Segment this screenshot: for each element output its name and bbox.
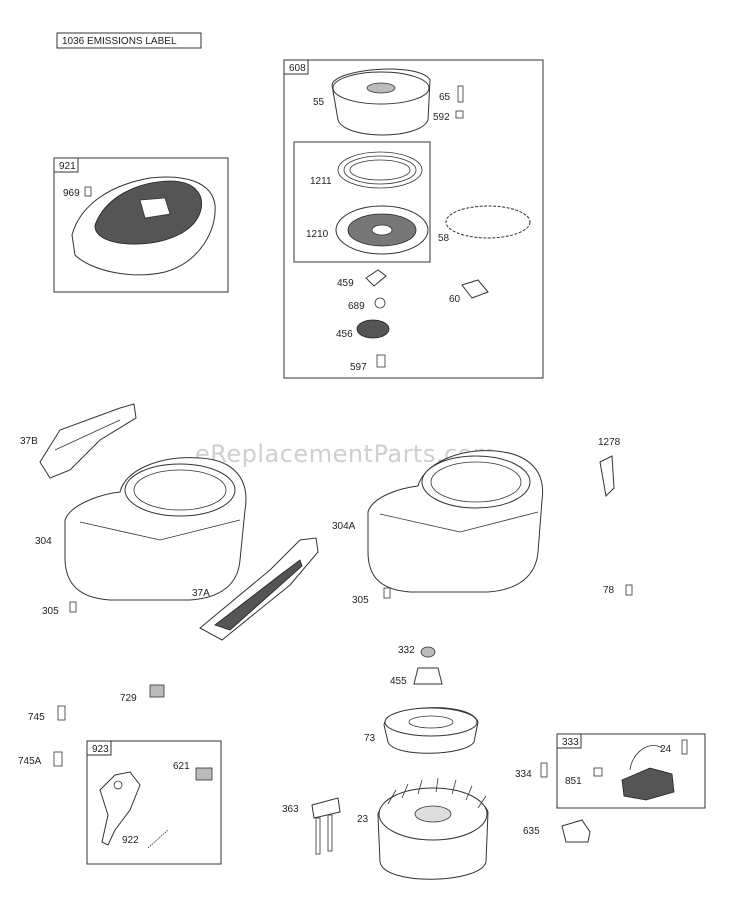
label-969: 969 (63, 188, 80, 199)
box-label-921: 921 (59, 161, 76, 172)
cup-455 (413, 667, 443, 685)
armature-333 (621, 745, 675, 801)
nut-592 (455, 110, 464, 119)
label-24: 24 (660, 744, 672, 755)
screen-73 (383, 707, 479, 754)
label-597: 597 (350, 362, 367, 373)
label-635: 635 (523, 826, 540, 837)
screw-745 (57, 705, 66, 721)
label-37B: 37B (20, 436, 38, 447)
retainer-456 (356, 319, 390, 339)
box-608: 608 55 65 592 1211 1210 58 459 689 (283, 59, 544, 379)
label-455: 455 (390, 676, 407, 687)
cover-part-921 (71, 176, 216, 276)
screw-305b (383, 587, 391, 599)
clip-729 (149, 684, 165, 698)
label-851: 851 (565, 776, 582, 787)
label-459: 459 (337, 278, 354, 289)
label-1211: 1211 (310, 176, 332, 187)
box-923: 923 621 922 (86, 740, 222, 865)
bracket-1278 (599, 455, 615, 498)
label-23: 23 (357, 814, 369, 825)
label-78: 78 (603, 585, 615, 596)
screw-24 (681, 739, 688, 755)
label-305b: 305 (352, 595, 369, 606)
label-58: 58 (438, 233, 450, 244)
label-745A: 745A (18, 756, 42, 767)
label-1278: 1278 (598, 437, 621, 448)
box-label-923: 923 (92, 744, 109, 755)
spring-689 (374, 297, 386, 309)
nut-332 (420, 646, 436, 658)
label-305a: 305 (42, 606, 59, 617)
screw-305a (69, 601, 77, 613)
bolt-65 (457, 85, 464, 103)
label-60: 60 (449, 294, 461, 305)
emissions-label-text: 1036 EMISSIONS LABEL (62, 36, 177, 47)
emissions-label-box (56, 32, 202, 49)
label-37A: 37A (192, 588, 210, 599)
screw-597 (376, 354, 386, 368)
control-bracket (99, 771, 141, 846)
label-304A: 304A (332, 521, 356, 532)
label-332: 332 (398, 645, 415, 656)
label-729: 729 (120, 693, 137, 704)
label-1210: 1210 (306, 229, 329, 240)
label-55: 55 (313, 97, 325, 108)
baffle-37A (199, 537, 319, 641)
label-621: 621 (173, 761, 190, 772)
box-label-333: 333 (562, 737, 579, 748)
label-304: 304 (35, 536, 52, 547)
clip-621 (195, 767, 213, 781)
blower-housing-304 (64, 457, 247, 601)
flywheel-23 (377, 777, 489, 880)
label-592: 592 (433, 112, 450, 123)
screw-78 (625, 584, 633, 596)
box-333: 333 24 851 (556, 733, 706, 809)
label-456: 456 (336, 329, 353, 340)
starter-housing-55 (331, 68, 431, 136)
handle-60 (461, 279, 489, 299)
blower-housing-304A (367, 450, 544, 593)
bracket-363 (311, 797, 341, 855)
screw-334 (540, 762, 548, 778)
rope-58 (445, 205, 531, 239)
label-334: 334 (515, 769, 532, 780)
label-922: 922 (122, 835, 139, 846)
box-921: 921 969 (53, 157, 229, 293)
label-745: 745 (28, 712, 45, 723)
pawl-459 (365, 269, 387, 287)
label-689: 689 (348, 301, 365, 312)
screw-851 (593, 767, 603, 777)
inner-box-1211-1210 (293, 141, 431, 263)
label-65: 65 (439, 92, 451, 103)
screw-969 (84, 186, 92, 197)
boot-635 (561, 819, 591, 843)
bracket-37B (39, 403, 137, 479)
box-label-608: 608 (289, 63, 306, 74)
spring-922 (147, 829, 169, 849)
label-73: 73 (364, 733, 376, 744)
label-363: 363 (282, 804, 299, 815)
screw-745A (53, 751, 63, 767)
